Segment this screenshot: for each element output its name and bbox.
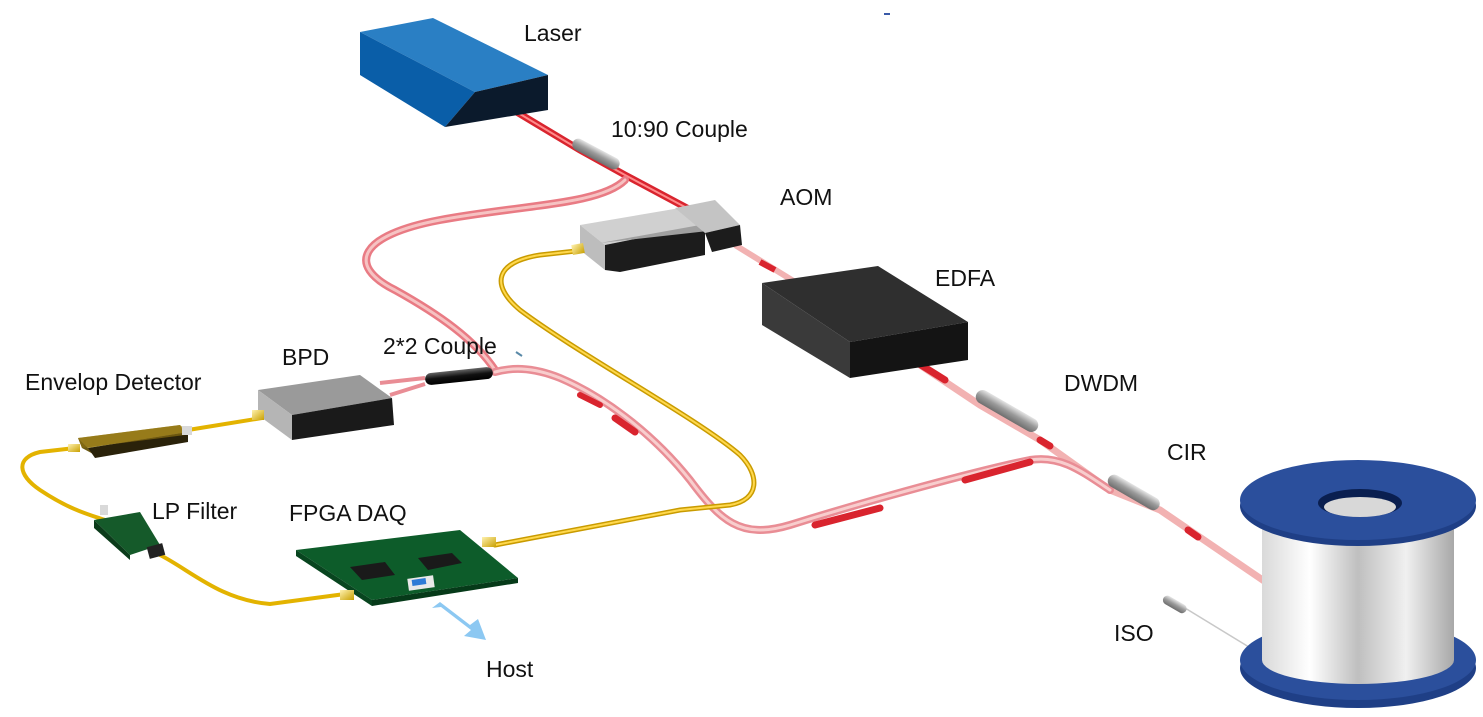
stray-mark xyxy=(515,351,523,357)
coupler-2x2 xyxy=(425,367,493,385)
fiber-return-path xyxy=(491,364,1114,534)
cable-lpfilter-to-fpga xyxy=(158,553,347,607)
cable-envelope-to-lpfilter xyxy=(20,446,107,522)
label-cir: CIR xyxy=(1167,439,1207,465)
fiber-aom-to-edfa xyxy=(733,242,802,288)
dwdm-device xyxy=(975,390,1039,432)
label-fpga-daq: FPGA DAQ xyxy=(289,500,407,526)
circulator-device xyxy=(1107,474,1160,511)
fpga-daq-board xyxy=(296,530,518,606)
label-edfa: EDFA xyxy=(935,265,996,291)
label-laser: Laser xyxy=(524,20,582,46)
host-arrow xyxy=(432,602,486,640)
cable-bpd-to-envelope xyxy=(187,416,263,432)
fiber-spool xyxy=(1240,460,1476,708)
label-host: Host xyxy=(486,656,534,682)
fiber-2x2-to-bpd xyxy=(379,376,426,397)
cable-aom-rf-to-fpga xyxy=(492,247,757,548)
label-envelope-detector: Envelop Detector xyxy=(25,369,202,395)
label-dwdm: DWDM xyxy=(1064,370,1139,396)
laser-device xyxy=(360,18,548,127)
aom-device xyxy=(571,200,742,272)
label-aom: AOM xyxy=(780,184,833,210)
label-iso: ISO xyxy=(1114,620,1154,646)
edfa-device xyxy=(762,266,968,378)
label-bpd: BPD xyxy=(282,344,330,370)
bpd-device xyxy=(252,375,394,440)
envelope-detector-device xyxy=(68,425,192,458)
label-coupler-2x2: 2*2 Couple xyxy=(383,333,497,359)
isolator-device xyxy=(1162,595,1187,614)
lp-filter-device xyxy=(94,505,166,560)
label-lp-filter: LP Filter xyxy=(152,498,238,524)
fiber-reference-arm xyxy=(362,176,629,374)
coupler-1090 xyxy=(572,138,620,170)
label-coupler-1090: 10:90 Couple xyxy=(611,116,748,142)
